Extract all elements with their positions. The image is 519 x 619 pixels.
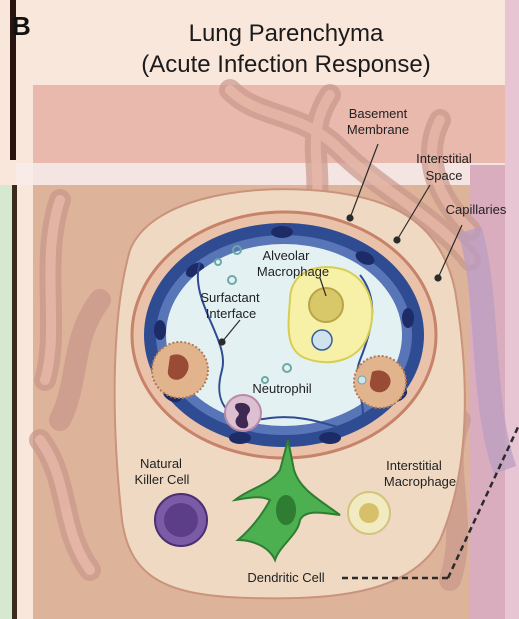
label-interstitial-macrophage-2: Macrophage <box>384 474 456 489</box>
label-surfactant-interface-1: Surfactant <box>200 290 260 305</box>
label-interstitial-space-2: Space <box>426 168 463 183</box>
alveolar-macrophage <box>289 267 373 362</box>
label-basement-membrane-1: Basement <box>349 106 408 121</box>
label-alveolar-macrophage-1: Alveolar <box>263 248 311 263</box>
label-natural-killer-1: Natural <box>140 456 182 471</box>
label-alveolar-macrophage-2: Macrophage <box>257 264 329 279</box>
label-neutrophil: Neutrophil <box>252 381 311 396</box>
label-capillaries: Capillaries <box>446 202 507 217</box>
right-edge-band <box>505 0 519 619</box>
panel-letter: B <box>12 11 31 41</box>
label-surfactant-interface-2: Interface <box>206 306 257 321</box>
right-tissue-macrophage <box>354 356 406 408</box>
title-line-2: (Acute Infection Response) <box>141 51 431 78</box>
label-basement-membrane-2: Membrane <box>347 122 409 137</box>
left-green-band <box>0 185 12 619</box>
left-dark-bar-lower <box>12 185 17 619</box>
nk-cell <box>155 494 207 546</box>
label-natural-killer-2: Killer Cell <box>135 472 190 487</box>
left-tissue-macrophage <box>152 342 208 398</box>
interstitial-macrophage-cell <box>348 492 390 534</box>
label-dendritic-cell: Dendritic Cell <box>247 570 324 585</box>
title-line-1: Lung Parenchyma <box>189 20 384 47</box>
neutrophil-cell <box>225 395 261 431</box>
label-interstitial-space-1: Interstitial <box>416 151 472 166</box>
label-interstitial-macrophage-1: Interstitial <box>386 458 442 473</box>
